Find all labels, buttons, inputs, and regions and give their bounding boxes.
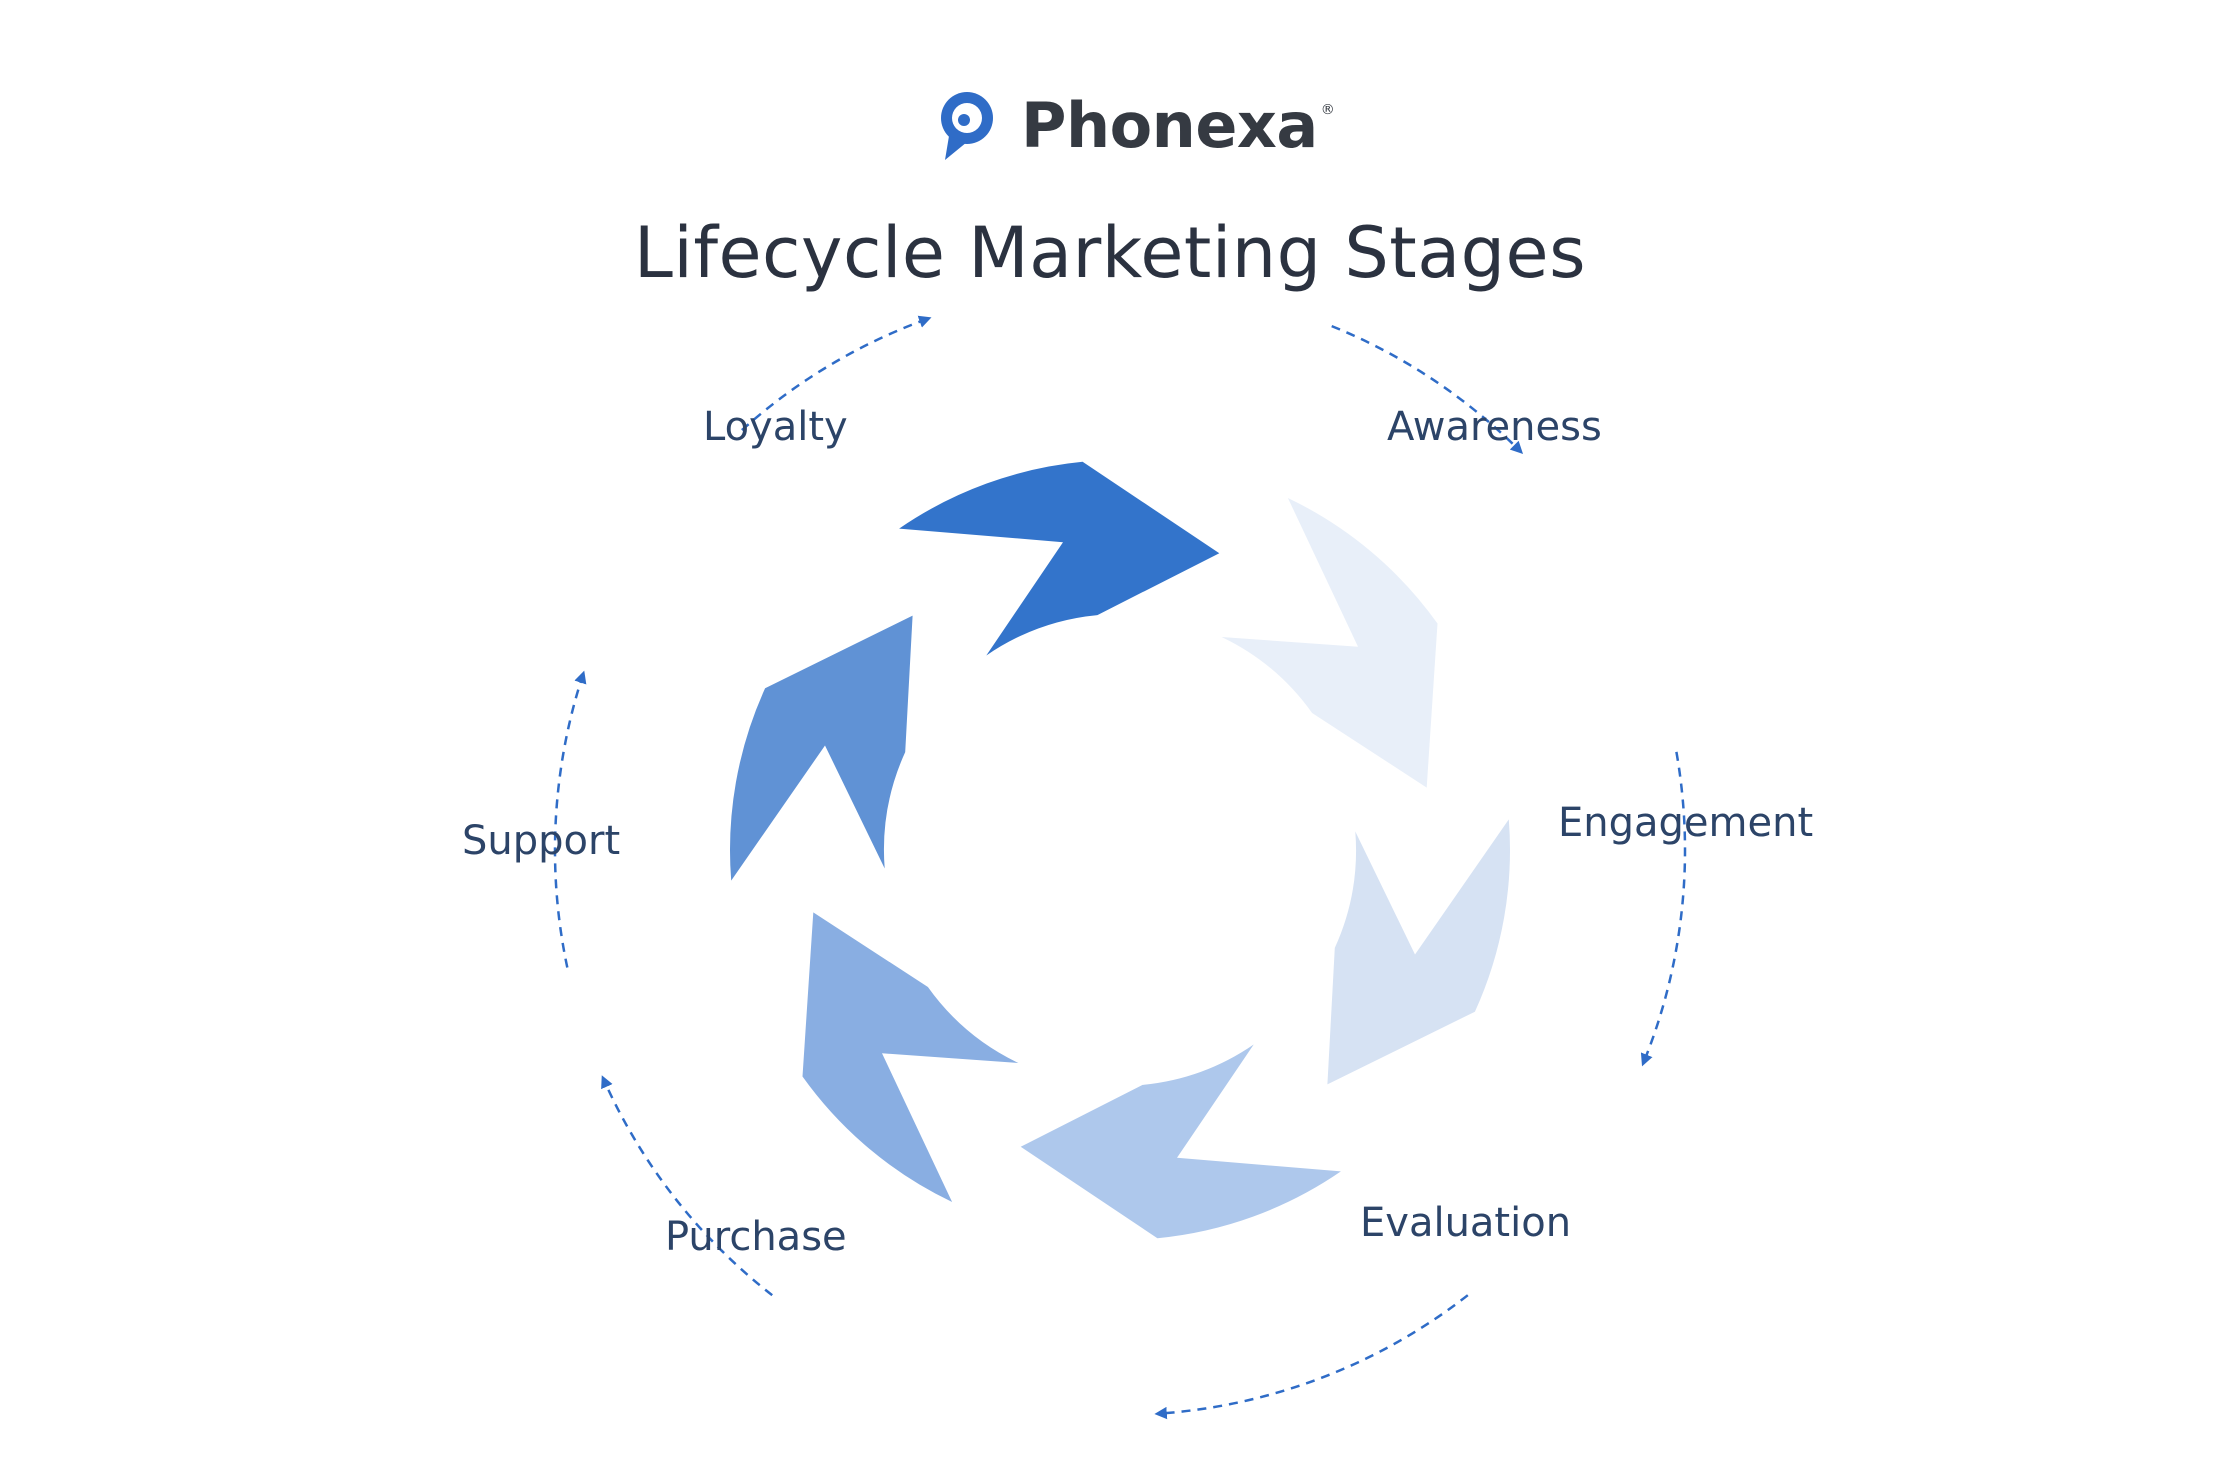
segment-evaluation [1020, 1044, 1341, 1239]
cycle-segments [729, 461, 1511, 1239]
page-title: Lifecycle Marketing Stages [633, 212, 1587, 294]
stage-label-engagement: Engagement [1558, 800, 1814, 846]
stage-label-loyalty: Loyalty [703, 404, 848, 450]
stage-label-awareness: Awareness [1387, 404, 1602, 450]
segment-support [729, 615, 913, 881]
chat-pin-icon [941, 92, 993, 160]
segment-engagement [1327, 819, 1511, 1085]
segment-purchase [802, 912, 1019, 1202]
arrow-support-to-loyalty [553, 670, 587, 968]
brand-logo: Phonexa ® [935, 88, 1335, 164]
arrow-engagement-to-evaluation [1640, 751, 1687, 1067]
stage-label-evaluation: Evaluation [1360, 1200, 1572, 1246]
arrow-purchase-to-support-upper [741, 315, 932, 432]
arrow-evaluation-to-purchase [1154, 1294, 1469, 1420]
arrow-awareness-to-engagement [1331, 324, 1524, 455]
brand-name: Phonexa [1021, 89, 1318, 162]
arrow-purchase-to-support [601, 1075, 773, 1297]
segment-loyalty [899, 461, 1220, 656]
stage-label-purchase: Purchase [665, 1214, 847, 1260]
cycle-arrows [553, 315, 1687, 1420]
stage-label-support: Support [462, 818, 621, 864]
registered-mark: ® [1320, 102, 1335, 118]
segment-awareness [1221, 498, 1438, 788]
